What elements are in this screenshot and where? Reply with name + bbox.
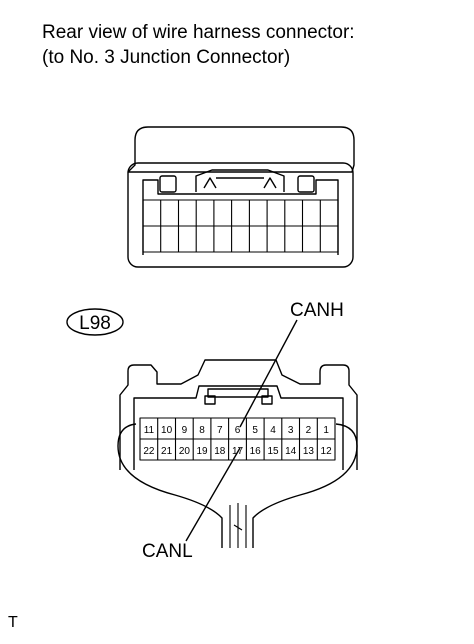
upper-lock-left-arrow bbox=[203, 177, 217, 189]
pin-10: 10 bbox=[161, 425, 173, 436]
canh-leader-line bbox=[239, 319, 298, 428]
pin-numbers-top: 11 10 9 8 7 6 5 4 3 2 1 bbox=[144, 425, 330, 436]
upper-connector bbox=[127, 126, 355, 268]
connector-id-label: L98 bbox=[79, 313, 111, 334]
pin-6: 6 bbox=[235, 425, 241, 436]
pin-21: 21 bbox=[161, 446, 173, 457]
lower-lock-right bbox=[261, 395, 273, 405]
pin-9: 9 bbox=[182, 425, 188, 436]
lower-pin-grid bbox=[139, 417, 336, 461]
upper-connector-body bbox=[127, 126, 355, 173]
title-line-2: (to No. 3 Junction Connector) bbox=[42, 47, 291, 68]
pin-11: 11 bbox=[144, 425, 155, 436]
pin-18: 18 bbox=[214, 446, 226, 457]
pin-8: 8 bbox=[199, 425, 205, 436]
upper-inner-frame bbox=[142, 179, 339, 255]
lower-lock-left bbox=[204, 395, 216, 405]
pin-7: 7 bbox=[217, 425, 223, 436]
pin-2: 2 bbox=[306, 425, 312, 436]
upper-center-lock bbox=[195, 169, 285, 192]
pin-16: 16 bbox=[250, 446, 262, 457]
connector-id-badge: L98 bbox=[66, 308, 124, 336]
canl-leader-line bbox=[185, 447, 241, 542]
pin-1: 1 bbox=[323, 425, 329, 436]
pin-3: 3 bbox=[288, 425, 294, 436]
pin-13: 13 bbox=[303, 446, 315, 457]
title-line-1: Rear view of wire harness connector: bbox=[42, 22, 355, 43]
canl-label: CANL bbox=[142, 541, 193, 562]
lower-connector-inner bbox=[133, 385, 344, 470]
canh-label: CANH bbox=[290, 300, 344, 321]
pin-15: 15 bbox=[267, 446, 279, 457]
pin-12: 12 bbox=[321, 446, 333, 457]
pin-5: 5 bbox=[252, 425, 258, 436]
connector-id-outline bbox=[66, 308, 124, 336]
upper-cavity-grid bbox=[142, 199, 339, 253]
pin-20: 20 bbox=[179, 446, 191, 457]
lower-connector: 11 10 9 8 7 6 5 4 3 2 1 22 21 20 19 18 1… bbox=[117, 359, 358, 548]
lower-connector-outer bbox=[119, 359, 358, 470]
pin-14: 14 bbox=[285, 446, 297, 457]
upper-tab-left bbox=[159, 175, 177, 193]
wire-harness-bundle bbox=[117, 423, 358, 548]
lower-lock-bar bbox=[207, 388, 269, 398]
pin-19: 19 bbox=[196, 446, 208, 457]
upper-tab-right bbox=[297, 175, 315, 193]
figure-code: T bbox=[8, 614, 18, 631]
diagram-title: Rear view of wire harness connector: (to… bbox=[42, 20, 355, 70]
upper-connector-housing bbox=[127, 162, 354, 268]
wire-strands bbox=[229, 503, 247, 548]
pin-4: 4 bbox=[270, 425, 276, 436]
pin-22: 22 bbox=[143, 446, 155, 457]
upper-lock-right-arrow bbox=[263, 177, 277, 189]
